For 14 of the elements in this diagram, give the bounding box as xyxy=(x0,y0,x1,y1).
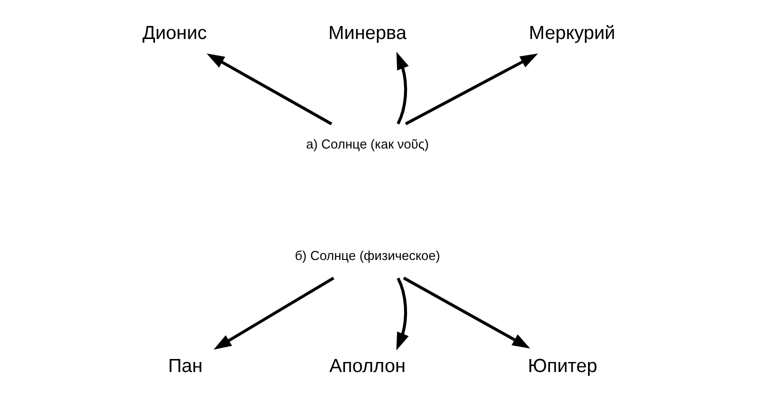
node-text: Меркурий xyxy=(528,22,616,44)
arrow xyxy=(206,53,332,126)
arrow xyxy=(403,276,530,348)
arrow xyxy=(404,54,538,126)
node-text: а) Солнце (как νοῦς) xyxy=(306,136,429,152)
arrow xyxy=(396,52,409,124)
node-text: Пан xyxy=(168,356,203,378)
arrow xyxy=(214,276,334,350)
arrow xyxy=(396,278,409,350)
node-text: Аполлон xyxy=(329,356,406,378)
node-text: Минерва xyxy=(328,22,407,44)
node-text: Юпитер xyxy=(528,356,598,378)
node-text: б) Солнце (физическое) xyxy=(294,248,440,263)
node-text: Дионис xyxy=(142,22,207,44)
